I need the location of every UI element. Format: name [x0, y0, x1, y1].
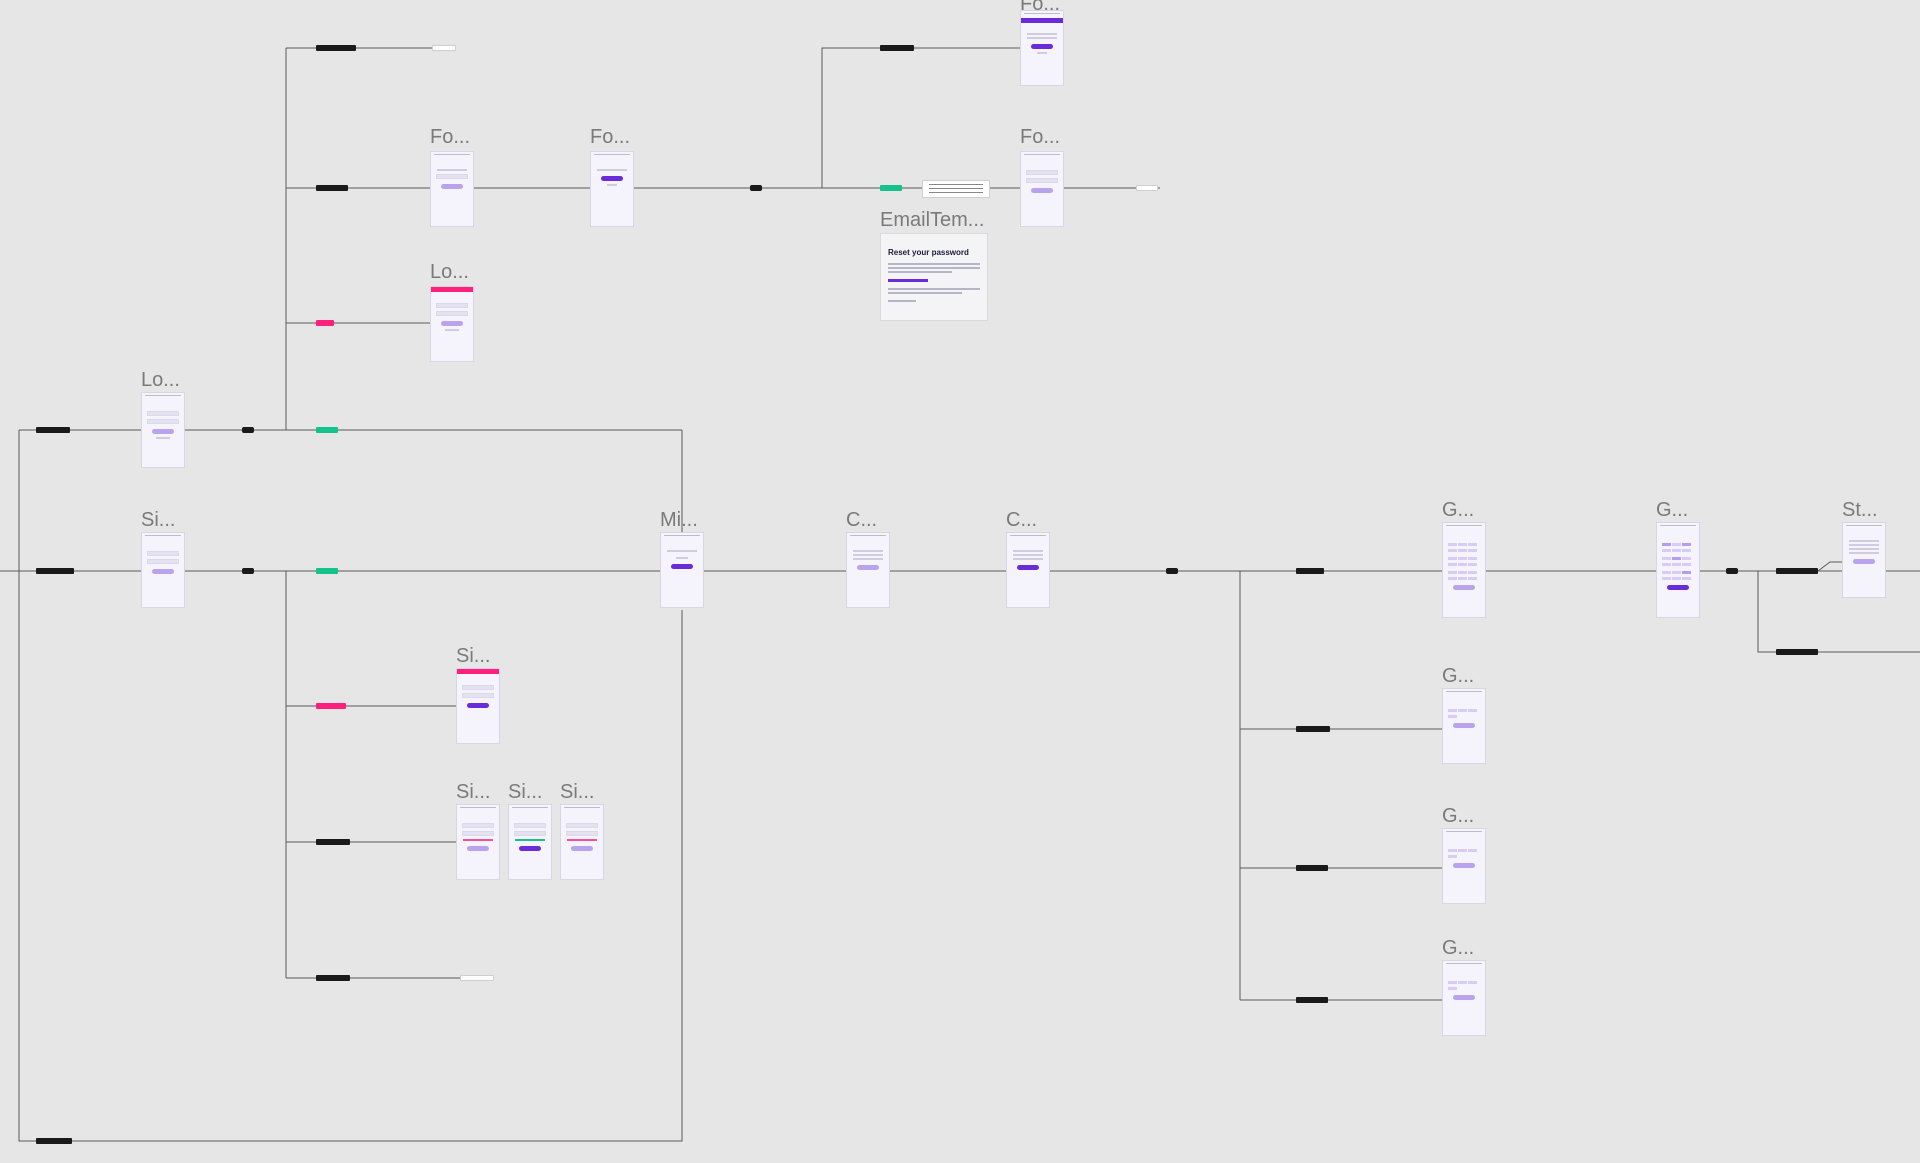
decision-node [242, 427, 254, 433]
flow-tag [1136, 185, 1158, 191]
email-template-frame[interactable]: Reset your password [880, 233, 988, 321]
screen-frame[interactable] [660, 532, 704, 608]
screen-frame[interactable] [141, 532, 185, 608]
screen-frame[interactable] [1656, 522, 1700, 618]
decision-node [750, 185, 762, 191]
frame-title: Si... [456, 781, 491, 803]
flow-tag [316, 839, 350, 845]
screen-frame[interactable] [1020, 10, 1064, 86]
flow-tag [316, 185, 348, 191]
frame-title: C... [1006, 509, 1038, 531]
screen-frame[interactable] [1442, 828, 1486, 904]
flow-tag [1296, 568, 1324, 574]
note-card [922, 180, 990, 198]
frame-title: Si... [456, 645, 491, 667]
frame-title: C... [846, 509, 878, 531]
frame-title: G... [1442, 805, 1475, 827]
decision-node [1166, 568, 1178, 574]
flow-tag [36, 568, 74, 574]
flow-tag [316, 975, 350, 981]
screen-frame[interactable] [1020, 151, 1064, 227]
frame-title: Lo... [430, 261, 469, 283]
frame-title: G... [1442, 937, 1475, 959]
frame-title: Si... [508, 781, 543, 803]
flow-tag [880, 185, 902, 191]
flow-tag [460, 975, 494, 981]
frame-title: G... [1656, 499, 1689, 521]
screen-frame[interactable] [430, 151, 474, 227]
screen-frame[interactable] [1006, 532, 1050, 608]
email-heading: Reset your password [888, 248, 969, 257]
flow-tag [1776, 568, 1818, 574]
connector [821, 47, 1022, 188]
flow-tag [1296, 726, 1330, 732]
screen-frame[interactable] [846, 532, 890, 608]
screen-frame[interactable] [508, 804, 552, 880]
screen-frame[interactable] [1442, 522, 1486, 618]
flow-tag [1296, 997, 1328, 1003]
flow-tag [316, 320, 334, 326]
screen-frame[interactable] [141, 392, 185, 468]
frame-title: St... [1842, 499, 1878, 521]
flow-tag [316, 45, 356, 51]
connector [1757, 571, 1920, 653]
frame-title: G... [1442, 665, 1475, 687]
decision-node [1726, 568, 1738, 574]
frame-title: Si... [560, 781, 595, 803]
frame-title: G... [1442, 499, 1475, 521]
flow-tag [36, 1138, 72, 1144]
screen-frame[interactable] [456, 668, 500, 744]
screen-frame[interactable] [1442, 960, 1486, 1036]
flow-tag [432, 45, 456, 51]
flow-tag [1776, 649, 1818, 655]
frame-title: Fo... [430, 126, 471, 148]
decision-node [242, 568, 254, 574]
screen-frame[interactable] [456, 804, 500, 880]
screen-frame[interactable] [1442, 688, 1486, 764]
screen-frame[interactable] [560, 804, 604, 880]
flow-tag [316, 427, 338, 433]
frame-title: Mi... [660, 509, 698, 531]
flow-tag [316, 703, 346, 709]
flow-tag [1296, 865, 1328, 871]
frame-title: Si... [141, 509, 176, 531]
screen-frame[interactable] [590, 151, 634, 227]
connector [18, 430, 683, 1142]
flow-tag [316, 568, 338, 574]
screen-frame[interactable] [1842, 522, 1886, 598]
reset-link [888, 279, 928, 282]
flow-tag [36, 427, 70, 433]
connector [1817, 561, 1842, 572]
flow-tag [880, 45, 914, 51]
frame-title-email-template: EmailTem... [880, 209, 985, 231]
frame-title: Fo... [590, 126, 631, 148]
frame-title: Lo... [141, 369, 180, 391]
frame-title: Fo... [1020, 126, 1061, 148]
screen-frame[interactable] [430, 286, 474, 362]
